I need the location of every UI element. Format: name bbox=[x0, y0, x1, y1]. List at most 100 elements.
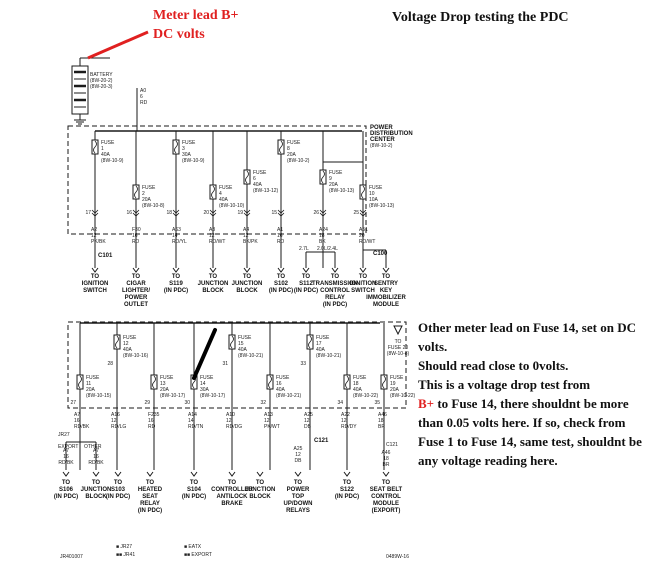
fuse20-label: FUSE 20 bbox=[388, 345, 409, 351]
top-destination: TO bbox=[359, 274, 368, 280]
fuse-18-label: 18 bbox=[353, 381, 359, 387]
top-destination: (IN PDC) bbox=[164, 288, 188, 294]
fuse-13-label: FUSE bbox=[160, 375, 174, 381]
bottom-wire-label-A22: RD/DY bbox=[341, 424, 357, 430]
bottom-destination: BLOCK bbox=[85, 494, 107, 500]
fuse-12-element bbox=[115, 335, 119, 349]
top-destination: TO bbox=[209, 274, 218, 280]
top-wire-label-F30: 16 bbox=[132, 233, 138, 239]
top-destination: BLOCK bbox=[202, 288, 224, 294]
fuse-18-label: 40A bbox=[353, 387, 363, 393]
bottom-wire-label-A10: RD/DG bbox=[226, 424, 242, 430]
fuse-15-label: FUSE bbox=[238, 335, 252, 341]
fuse-8-element bbox=[279, 140, 283, 154]
connector-c101: C101 bbox=[98, 253, 113, 259]
jr27-export: EXPORT bbox=[58, 444, 78, 450]
pdc-ref: (8W-10-2) bbox=[370, 143, 393, 149]
fuse-15-label: (8W-10-21) bbox=[238, 353, 264, 359]
top-wire-label-A24: BK bbox=[319, 239, 326, 245]
fuse-16-element bbox=[268, 375, 272, 389]
fuse-17-label: 17 bbox=[316, 341, 322, 347]
fuse-1-label: 1 bbox=[101, 146, 104, 152]
fuse-11-label: (8W-10-15) bbox=[86, 393, 112, 399]
footer-left: JR401007 bbox=[60, 554, 83, 560]
bottom-destination: ANTILOCK bbox=[217, 494, 249, 500]
top-wire-label-A63: A63 bbox=[172, 227, 181, 233]
top-destination: TO bbox=[331, 274, 340, 280]
battery-feed-label: 6 bbox=[140, 94, 143, 100]
top-destination: (IN PDC) bbox=[294, 288, 318, 294]
top-wire-label-A63: 14 bbox=[172, 233, 178, 239]
top-wire-label-A51: A51 bbox=[359, 227, 368, 233]
fuse-1-pin-label: 17 bbox=[85, 210, 91, 216]
fuse-4-label: FUSE bbox=[219, 185, 233, 191]
fuse-9-pin bbox=[319, 209, 327, 217]
fuse-14-label: (8W-10-17) bbox=[200, 393, 226, 399]
fuse-16-label: FUSE bbox=[276, 375, 290, 381]
fuse-8-pin-label: 15 bbox=[271, 210, 277, 216]
fuse-4-label: 4 bbox=[219, 191, 222, 197]
arrow bbox=[62, 471, 70, 477]
top-wire-label-A4: A4 bbox=[243, 227, 249, 233]
fuse-15-label: 15 bbox=[238, 341, 244, 347]
fuse-17-element bbox=[308, 335, 312, 349]
fuse-13-label: (8W-10-17) bbox=[160, 393, 186, 399]
fuse-11-label: FUSE bbox=[86, 375, 100, 381]
top-wire-label-A2: PK/BK bbox=[91, 239, 106, 245]
top-destination: POWER bbox=[125, 295, 148, 301]
fuse-9-label: 9 bbox=[329, 176, 332, 182]
fuse-6-pin-label: 19 bbox=[237, 210, 243, 216]
fuse-18-label: (8W-10-22) bbox=[353, 393, 379, 399]
fuse-18-pin-label: 34 bbox=[337, 400, 343, 406]
fuse-3-pin-label: 18 bbox=[166, 210, 172, 216]
top-destination: S119 bbox=[169, 281, 183, 287]
fuse-12-label: 40A bbox=[123, 347, 133, 353]
footer-right: 0489W-16 bbox=[386, 554, 409, 560]
fuse-10-label: FUSE bbox=[369, 185, 383, 191]
top-wire-label-A3: 12 bbox=[209, 233, 215, 239]
fuse-6-label: (8W-13-12) bbox=[253, 188, 279, 194]
fuse-16-label: (8W-10-21) bbox=[276, 393, 302, 399]
fuse-17-label: 40A bbox=[316, 347, 326, 353]
arrow bbox=[114, 471, 122, 477]
fuse-3-label: 30A bbox=[182, 152, 192, 158]
top-wire-label-A63: RD/YL bbox=[172, 239, 187, 245]
battery-feed-label: RD bbox=[140, 100, 148, 106]
pdc-label: DISTRIBUTION bbox=[370, 131, 413, 137]
fuse-15-pin-label: 31 bbox=[222, 361, 228, 367]
fuse-3-element bbox=[174, 140, 178, 154]
bottom-destination: TO bbox=[228, 480, 237, 486]
arrow bbox=[343, 471, 351, 477]
bottom-wire-label-A7: 16 bbox=[74, 418, 80, 424]
bottom-wire-label-A14: A14 bbox=[188, 412, 197, 418]
bplus-text: B+ bbox=[418, 396, 435, 411]
top-destination: (IN PDC) bbox=[269, 288, 293, 294]
fuse-13-label: 13 bbox=[160, 381, 166, 387]
fuse-17-pin-label: 33 bbox=[300, 361, 306, 367]
fuse-2-element bbox=[134, 185, 138, 199]
top-destination: TO bbox=[91, 274, 100, 280]
fuse-15-element bbox=[230, 335, 234, 349]
a7-branch-left: RD/BK bbox=[58, 460, 74, 466]
arrow bbox=[190, 471, 198, 477]
bottom-destination: JUNCTION bbox=[245, 487, 276, 493]
bottom-wire-label-A13: A13 bbox=[264, 412, 273, 418]
fuse-6-label: 40A bbox=[253, 182, 263, 188]
top-destination: JUNCTION bbox=[198, 281, 229, 287]
bottom-wire-label-A25: DB bbox=[304, 424, 312, 430]
bottom-destination: SEAT bbox=[142, 494, 158, 500]
fuse-10-element bbox=[361, 185, 365, 199]
bottom-wire-label-A46: A46 bbox=[378, 412, 387, 418]
page-title: Voltage Drop testing the PDC bbox=[392, 10, 569, 25]
top-wire-label-F30: F30 bbox=[132, 227, 141, 233]
bottom-wire-label-A13: PK/WT bbox=[264, 424, 280, 430]
battery-feed-label: A0 bbox=[140, 88, 146, 94]
fuse-19-label: 19 bbox=[390, 381, 396, 387]
fuse14-note-line-1: Other meter lead on Fuse 14, set on DC v… bbox=[418, 320, 636, 354]
bottom-destination: POWER bbox=[287, 487, 310, 493]
top-destination: TO bbox=[382, 274, 391, 280]
battery-label: (8W-20-3) bbox=[90, 84, 113, 90]
fuse-11-label: 11 bbox=[86, 381, 91, 387]
bottom-destination: TO bbox=[114, 480, 123, 486]
bottom-wire-label-A7: RD/BK bbox=[74, 424, 90, 430]
